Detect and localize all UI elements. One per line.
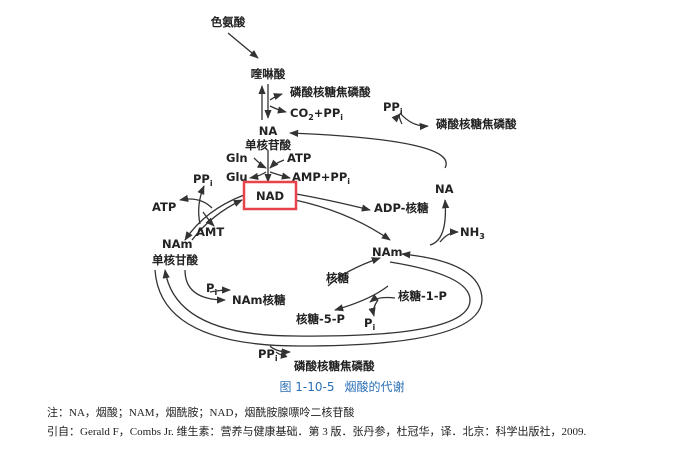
figure-caption: 图 1-10-5 烟酸的代谢: [0, 378, 684, 395]
node-atp-mid: ATP: [287, 151, 311, 165]
node-ribose-5p: 核糖-5-P: [296, 312, 345, 326]
node-p-left: Pi: [206, 281, 217, 297]
node-ribose-1p: 核糖-1-P: [398, 289, 447, 303]
node-pp-left: PPi: [193, 172, 213, 188]
figure-title: 烟酸的代谢: [344, 380, 405, 394]
node-prpp-in: 磷酸核糖焦磷酸: [290, 85, 371, 99]
node-ribose: 核糖: [326, 271, 349, 285]
pathway-arrows: [154, 32, 483, 359]
abbreviation-note: 注：NA，烟酸；NAM，烟酰胺；NAD，烟酰胺腺嘌呤二核苷酸: [47, 407, 355, 419]
node-nam-riboside: NAm核糖: [232, 293, 286, 307]
node-prpp-bottom: 磷酸核糖焦磷酸: [294, 359, 375, 373]
node-nam-right: NAm: [372, 245, 403, 259]
node-amp-ppi: AMP+PPi: [292, 170, 350, 186]
nad-highlight-box: [242, 180, 298, 211]
node-co2-pp: CO2+PPi: [290, 106, 343, 122]
node-prpp-right: 磷酸核糖焦磷酸: [436, 117, 517, 131]
node-nh3: NH3: [460, 225, 485, 241]
node-amt: AMT: [196, 225, 224, 239]
node-gln: Gln: [226, 151, 248, 165]
node-quinolinic-acid: 喹啉酸: [251, 67, 286, 81]
source-citation: 引自：Gerald F，Combs Jr. 维生素：营养与健康基础．第 3 版．…: [47, 426, 587, 438]
node-atp-left: ATP: [152, 200, 176, 214]
node-na-mononucleotide: 单核苷酸: [245, 138, 291, 152]
node-pp-right: PPi: [383, 100, 403, 116]
node-tryptophan: 色氨酸: [211, 15, 246, 29]
node-na-right: NA: [435, 182, 454, 196]
node-glu: Glu: [226, 170, 248, 184]
node-p-right: Pi: [364, 316, 375, 332]
figure-number: 图 1-10-5: [279, 380, 335, 394]
node-pp-bottom: PPi: [258, 347, 278, 363]
node-nam-left: NAm: [162, 237, 193, 251]
node-nam-mononucleotide: 单核甘酸: [152, 253, 198, 267]
node-adp-ribose: ADP-核糖: [374, 201, 429, 215]
node-na-top: NA: [259, 124, 278, 138]
node-nad: NAD: [256, 189, 284, 203]
